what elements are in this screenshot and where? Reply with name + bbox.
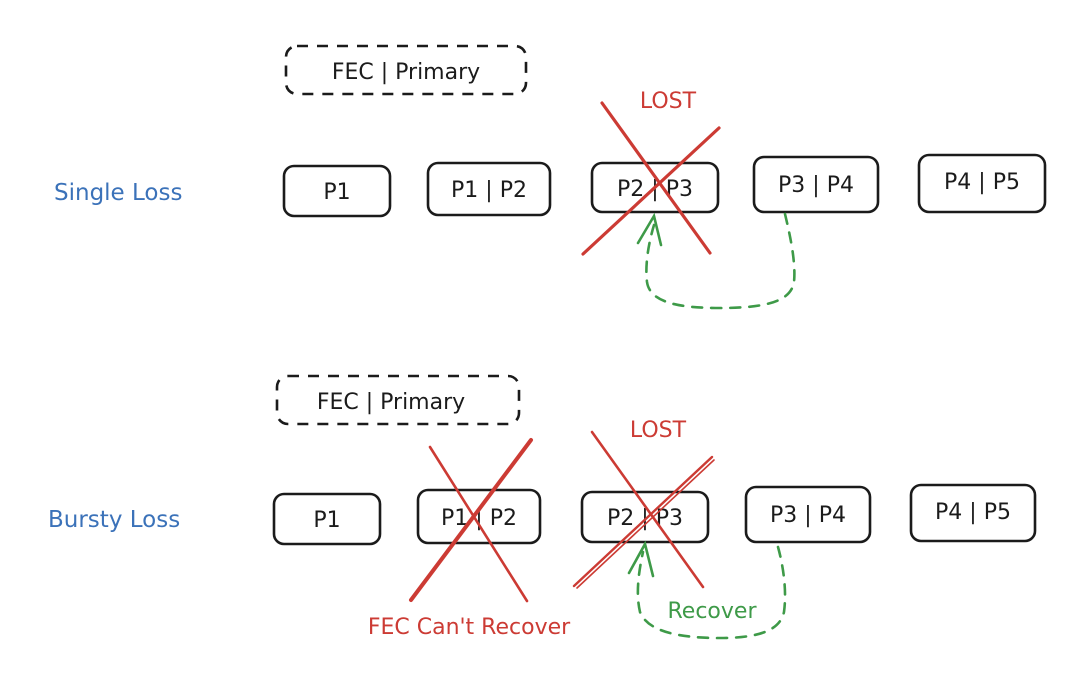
packet: P1 [282, 164, 392, 218]
cross-stroke [576, 459, 715, 589]
packet-box [272, 492, 382, 546]
fec-cant-recover-label: FEC Can't Recover [368, 615, 571, 640]
packet-label: P4 | P5 [935, 500, 1011, 525]
lost-cross-mark [409, 438, 533, 603]
packet-box [744, 485, 872, 544]
cross-stroke [590, 430, 705, 589]
packet-box [426, 161, 552, 217]
packet-label: P1 [313, 508, 340, 533]
lost-cross-mark [572, 430, 715, 589]
arrow-head-icon [627, 540, 655, 578]
scenario-single-loss: FEC | Primary Single Loss P1 P1 | P2 P2 … [54, 44, 1047, 310]
packet: P3 | P4 [744, 485, 872, 544]
cross-stroke [572, 455, 714, 588]
packet-lost: P2 | P3 [590, 161, 720, 214]
packet-label: P3 | P4 [770, 503, 846, 528]
recovery-arrow [636, 212, 796, 310]
packet-lost: P2 | P3 [580, 490, 710, 544]
cross-stroke [600, 101, 712, 255]
cross-stroke [581, 126, 721, 256]
cross-stroke [409, 438, 533, 602]
legend-fec-primary: FEC | Primary [284, 44, 528, 96]
recovery-arrow-path [645, 212, 796, 310]
legend-box [284, 44, 528, 96]
legend-box [275, 374, 521, 426]
packet-label: P2 | P3 [617, 177, 693, 202]
packet-box [752, 155, 880, 214]
packet-box [917, 153, 1047, 214]
packet-box [909, 483, 1037, 543]
packet-label: P3 | P4 [778, 173, 854, 198]
packet-box [416, 488, 542, 545]
legend-text: FEC | Primary [317, 390, 465, 415]
packet: P1 | P2 [426, 161, 552, 217]
lost-label: LOST [630, 418, 687, 443]
scenario-title: Bursty Loss [48, 507, 180, 533]
recovery-arrow [627, 540, 787, 640]
packet-label: P4 | P5 [944, 170, 1020, 195]
packet: P3 | P4 [752, 155, 880, 214]
arrow-head-icon [636, 212, 663, 247]
legend-text: FEC | Primary [332, 60, 480, 85]
packet-lost: P1 | P2 [416, 488, 542, 545]
recovery-arrow-path [636, 545, 787, 640]
lost-label: LOST [640, 89, 697, 114]
packet-label: P1 | P2 [451, 178, 527, 203]
packet-box [282, 164, 392, 218]
packet: P4 | P5 [909, 483, 1037, 543]
lost-cross-mark [581, 101, 721, 256]
packet: P1 [272, 492, 382, 546]
recover-label: Recover [668, 599, 758, 624]
packet: P4 | P5 [917, 153, 1047, 214]
scenario-title: Single Loss [54, 180, 182, 206]
legend-fec-primary: FEC | Primary [275, 374, 521, 426]
scenario-bursty-loss: FEC | Primary Bursty Loss P1 P1 | P2 P2 … [48, 374, 1037, 640]
cross-stroke [428, 445, 529, 603]
packet-label: P1 [323, 180, 350, 205]
